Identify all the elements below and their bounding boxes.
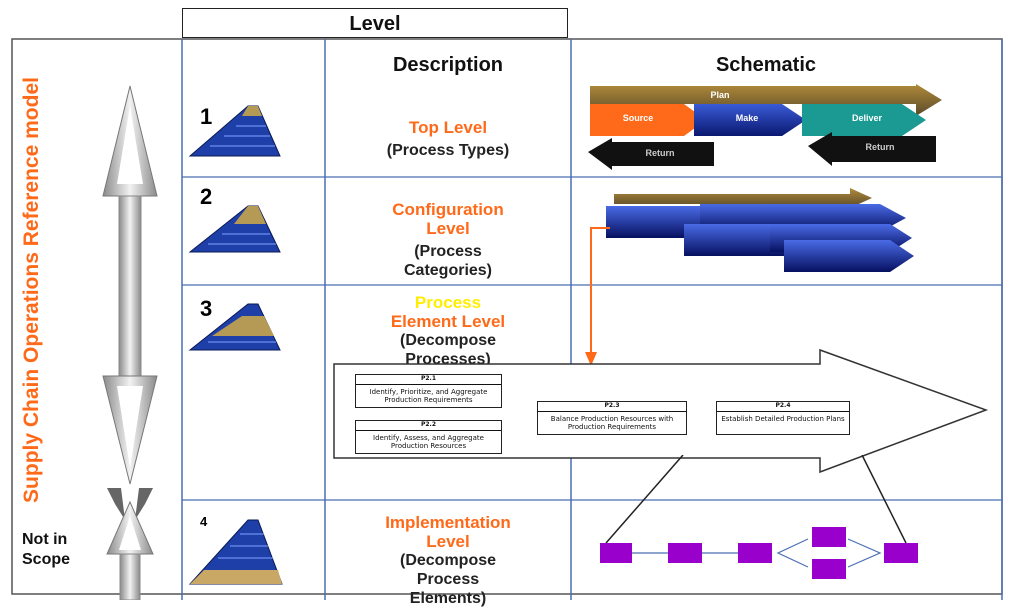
process-box-p2-2: P2.2 Identify, Assess, and Aggregate Pro… bbox=[355, 420, 502, 454]
not-in-scope-label: Not in Scope bbox=[22, 530, 102, 570]
level-4-name-line2: Level bbox=[426, 532, 470, 551]
deliver-arrow bbox=[802, 104, 926, 136]
level-4-description: Implementation Level (Decompose Process … bbox=[325, 513, 571, 608]
source-label: Source bbox=[622, 113, 654, 123]
level-3-description: Process Element Level (Decompose Process… bbox=[325, 293, 571, 369]
process-box-p2-3: P2.3 Balance Production Resources with P… bbox=[537, 401, 687, 435]
process-text-p2-1: Identify, Prioritize, and Aggregate Prod… bbox=[369, 388, 488, 404]
return-left-label: Return bbox=[645, 148, 675, 158]
process-text-p2-4: Establish Detailed Production Plans bbox=[721, 415, 845, 423]
level-header-box bbox=[182, 8, 568, 38]
level-4-subtitle-line1: (Decompose bbox=[399, 552, 497, 569]
plan-arrow bbox=[590, 84, 942, 116]
level-header: Level bbox=[349, 13, 401, 35]
scor-model-title: Supply Chain Operations Reference model bbox=[2, 77, 62, 503]
zoom-line-right bbox=[861, 455, 907, 544]
level-number-3: 3 bbox=[200, 296, 213, 321]
level-number-1: 1 bbox=[200, 104, 213, 129]
return-arrow-right bbox=[808, 132, 936, 166]
source-arrow bbox=[590, 104, 706, 136]
process-code-p2-4: P2.4 bbox=[717, 402, 849, 412]
not-in-scope-line2: Scope bbox=[22, 551, 71, 568]
level-3-subtitle-line1: (Decompose bbox=[399, 332, 497, 349]
schematic-level-1 bbox=[588, 84, 942, 170]
impl-node-6 bbox=[884, 543, 918, 563]
process-code-p2-1: P2.1 bbox=[356, 375, 501, 385]
level-1-name: Top Level bbox=[408, 118, 488, 137]
level-4-name-line1: Implementation bbox=[385, 513, 511, 532]
level-number-2: 2 bbox=[200, 184, 213, 209]
implementation-flow bbox=[600, 455, 918, 579]
description-header: Description bbox=[392, 54, 504, 76]
schematic-level-2 bbox=[606, 188, 914, 272]
pyramid-icon-level-2 bbox=[188, 205, 281, 253]
level-2-name-line2: Level bbox=[426, 219, 470, 238]
level-3-name-line1: Process bbox=[414, 293, 482, 312]
level-2-subtitle-line1: (Process bbox=[414, 243, 482, 260]
zoom-line-left bbox=[605, 455, 684, 544]
impl-node-4 bbox=[812, 527, 846, 547]
level-number-4: 4 bbox=[200, 514, 208, 529]
level-1-subtitle: (Process Types) bbox=[386, 142, 510, 159]
make-label: Make bbox=[735, 113, 759, 123]
scor-model-title-text: Supply Chain Operations Reference model bbox=[20, 77, 43, 503]
level-1-description: Top Level (Process Types) bbox=[325, 118, 571, 160]
process-code-p2-3: P2.3 bbox=[538, 402, 686, 412]
level-4-subtitle-line3: Elements) bbox=[409, 590, 487, 607]
impl-node-3 bbox=[738, 543, 772, 563]
impl-node-2 bbox=[668, 543, 702, 563]
level-3-name-line2: Element Level bbox=[390, 312, 506, 331]
make-arrow bbox=[694, 104, 806, 136]
return-right-label: Return bbox=[865, 142, 895, 152]
process-box-p2-1: P2.1 Identify, Prioritize, and Aggregate… bbox=[355, 374, 502, 408]
pyramid-icon-level-1 bbox=[188, 105, 281, 157]
pyramid-icon-level-4 bbox=[188, 519, 283, 585]
level-2-description: Configuration Level (Process Categories) bbox=[325, 200, 571, 280]
process-code-p2-2: P2.2 bbox=[356, 421, 501, 431]
return-arrow-left bbox=[588, 138, 714, 170]
plan-label: Plan bbox=[710, 90, 730, 100]
level-2-subtitle-line2: Categories) bbox=[403, 262, 493, 279]
impl-node-1 bbox=[600, 543, 632, 563]
level-4-subtitle-line2: Process bbox=[416, 571, 480, 588]
deliver-label: Deliver bbox=[851, 113, 883, 123]
impl-node-5 bbox=[812, 559, 846, 579]
scope-arrow-icon bbox=[102, 85, 158, 600]
process-text-p2-2: Identify, Assess, and Aggregate Producti… bbox=[373, 434, 484, 450]
pyramid-icon-level-3 bbox=[188, 303, 281, 351]
connector-line bbox=[585, 227, 610, 366]
level-2-name-line1: Configuration bbox=[392, 200, 504, 219]
process-text-p2-3: Balance Production Resources with Produc… bbox=[550, 415, 674, 431]
not-in-scope-line1: Not in bbox=[22, 531, 68, 548]
process-box-p2-4: P2.4 Establish Detailed Production Plans bbox=[716, 401, 850, 435]
schematic-header: Schematic bbox=[715, 54, 817, 76]
